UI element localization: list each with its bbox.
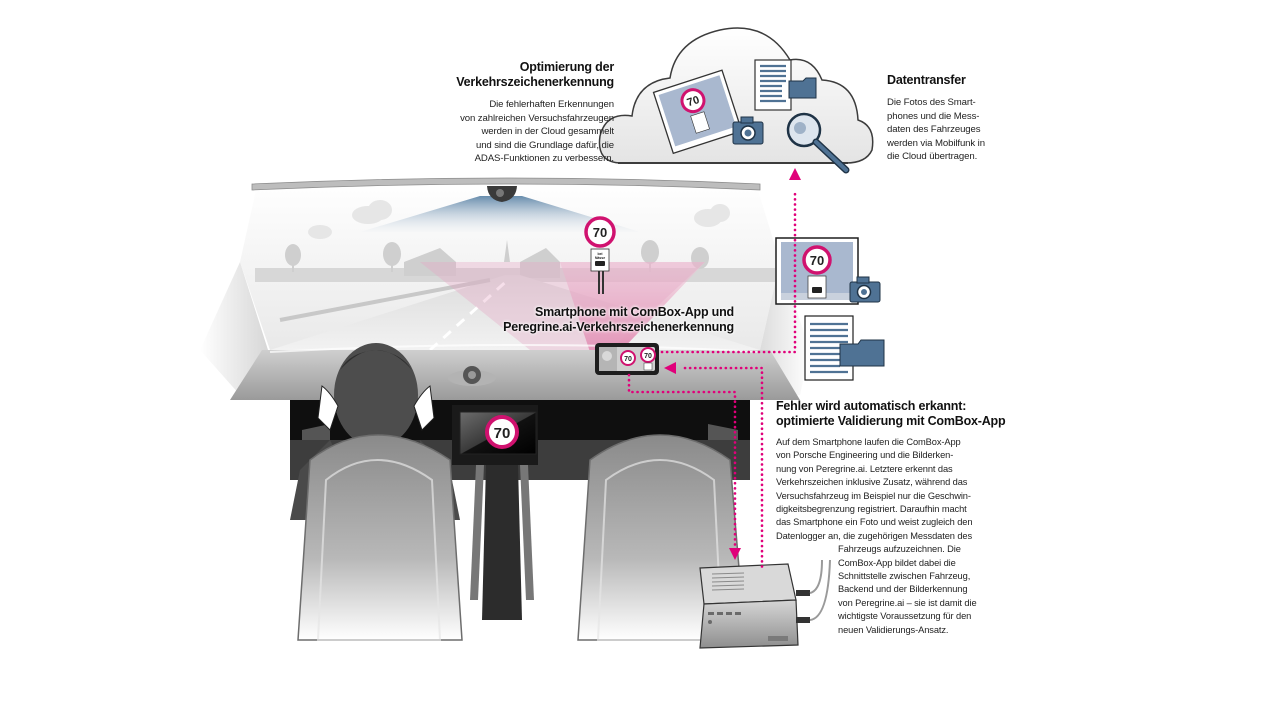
- optimization-body: Die fehlerhaften Erkennungen von zahlrei…: [460, 99, 614, 164]
- cloud: 70: [598, 27, 874, 174]
- error-detection-title: Fehler wird automatisch erkannt: optimie…: [776, 399, 1006, 428]
- magnifier-icon: [786, 112, 850, 174]
- folder-icon-2: [839, 339, 885, 367]
- smartphone: 70 70: [595, 343, 659, 375]
- cloud-photo: 70: [652, 69, 743, 155]
- svg-text:70: 70: [624, 356, 632, 363]
- camera-field-of-view: [360, 196, 640, 232]
- svg-text:Nässe: Nässe: [595, 256, 605, 260]
- recognition-beam: [560, 262, 705, 352]
- road-sign: 70 bei Nässe: [584, 216, 616, 294]
- svg-text:70: 70: [810, 253, 824, 268]
- data-logger-box: [699, 559, 831, 649]
- optimization-block: Optimierung der Verkehrszeichenerkennung…: [400, 60, 614, 166]
- svg-text:70: 70: [494, 425, 511, 442]
- camera-icon: [732, 116, 764, 145]
- windshield-scene: [240, 177, 780, 352]
- dash-speaker-icon: [448, 366, 496, 386]
- data-transfer-title: Datentransfer: [887, 73, 966, 87]
- dashboard-speed-sign: 70: [485, 415, 519, 449]
- data-flow-connectors: [627, 188, 797, 570]
- camera-icon-2: [849, 276, 881, 303]
- captured-photo: 70: [775, 237, 859, 305]
- arrow-up-to-cloud: [789, 168, 801, 180]
- svg-text:bei: bei: [597, 252, 602, 256]
- error-detection-body-indented: Fahrzeugs aufzuzeichnen. Die ComBox-App …: [838, 544, 977, 635]
- optimization-title: Optimierung der Verkehrszeichenerkennung: [456, 60, 614, 89]
- roof-camera-icon: [487, 186, 517, 202]
- svg-text:70: 70: [644, 353, 652, 360]
- error-detection-body: Auf dem Smartphone laufen die ComBox-App…: [776, 436, 1016, 637]
- arrow-left-to-phone: [664, 362, 676, 374]
- document-icon: [754, 59, 792, 111]
- left-seat: [297, 434, 463, 641]
- svg-text:70: 70: [593, 225, 607, 240]
- data-transfer-body: Die Fotos des Smart- phones und die Mess…: [887, 97, 985, 162]
- folder-icon: [788, 77, 817, 99]
- svg-text:70: 70: [686, 94, 701, 109]
- data-transfer-block: Datentransfer Die Fotos des Smart- phone…: [887, 73, 1027, 164]
- error-detection-block: Fehler wird automatisch erkannt: optimie…: [776, 399, 1016, 637]
- arrow-down-to-logger: [729, 548, 741, 560]
- smartphone-label: Smartphone mit ComBox-App und Peregrine.…: [503, 305, 734, 334]
